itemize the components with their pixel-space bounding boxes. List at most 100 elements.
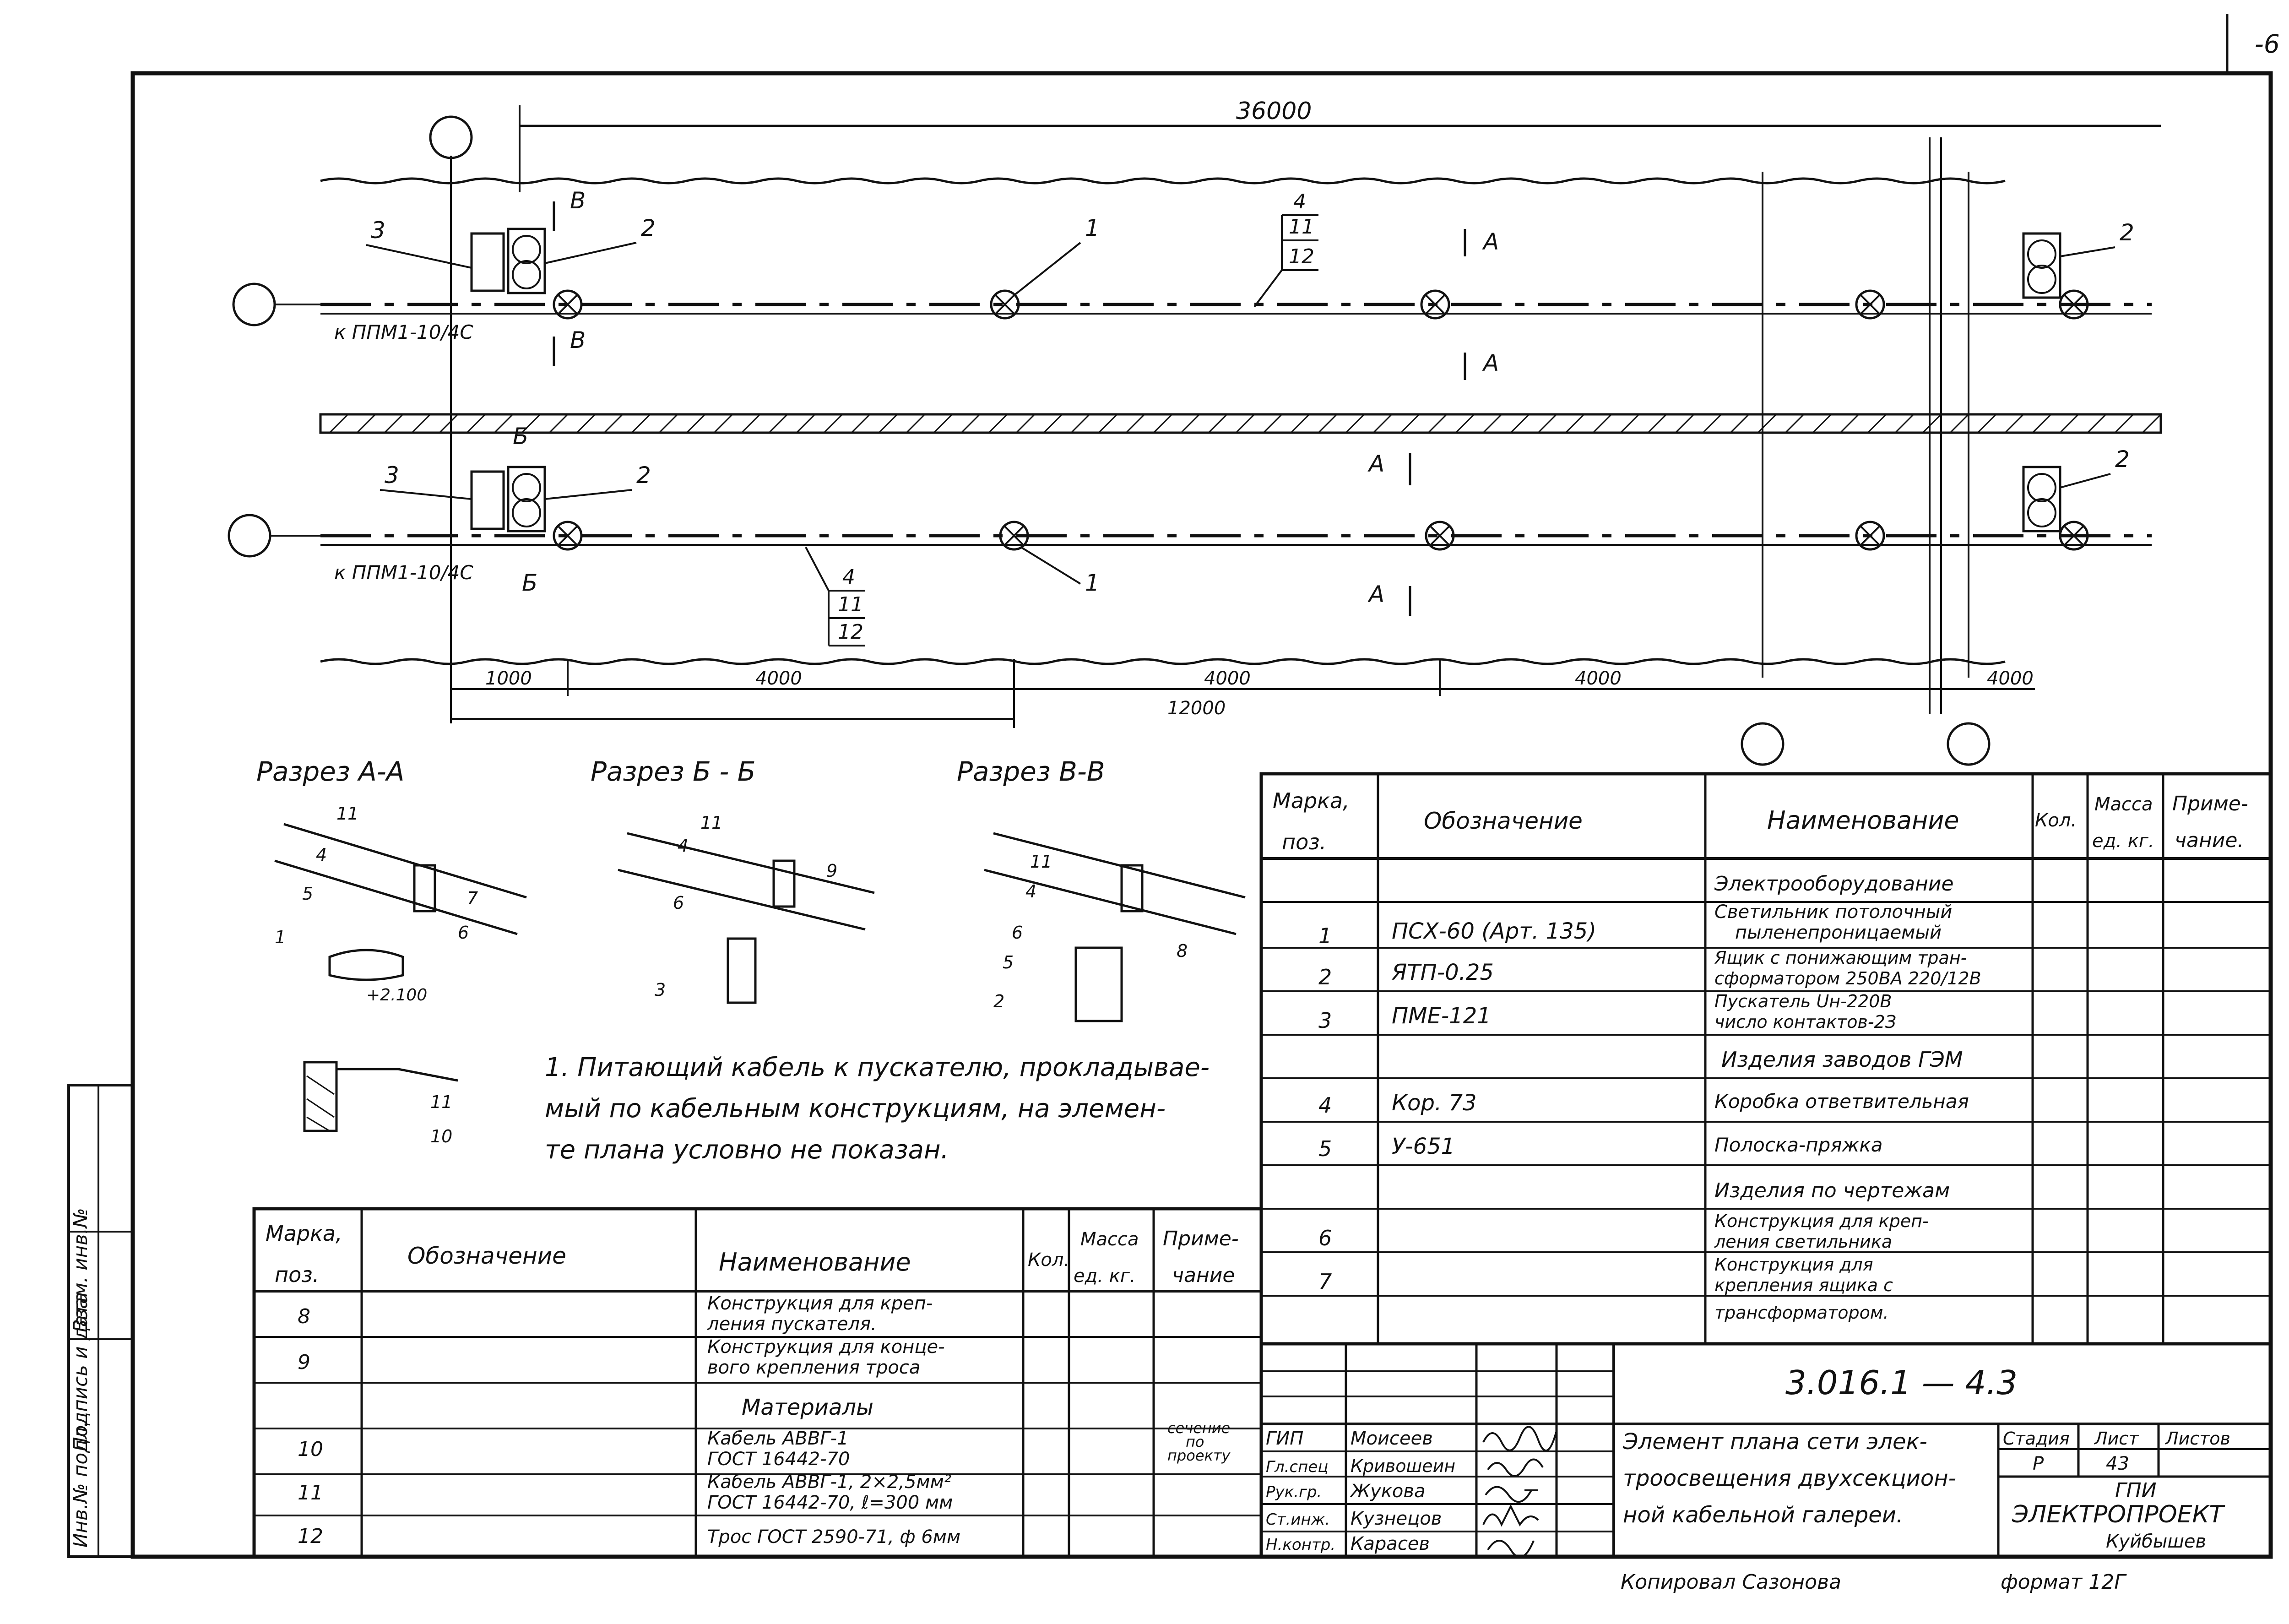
spec-table-right: Марка, поз. Обозначение Наименование Кол… [1259,772,2273,1346]
svg-text:Масса: Масса [2094,794,2153,815]
feed-label-lower: к ППМ1-10/4С [334,561,473,584]
spec-left-pos: 12 [298,1525,323,1548]
callout-stack-upper: 4 11 12 [1253,190,1318,308]
svg-text:по: по [1186,1433,1204,1450]
svg-text:12: 12 [838,620,863,644]
svg-text:Стадия: Стадия [2003,1428,2070,1449]
svg-text:трансформатором.: трансформатором. [1714,1303,1889,1323]
doc-title-line: троосвещения двухсекцион- [1623,1466,1956,1491]
svg-text:Моисеев: Моисеев [1351,1428,1433,1449]
svg-text:Лист: Лист [2094,1428,2139,1449]
svg-text:11: 11 [838,593,863,616]
svg-text:Кривошеин: Кривошеин [1351,1456,1455,1476]
feed-label-upper: к ППМ1-10/4С [334,321,473,343]
svg-text:Электрооборудование: Электрооборудование [1714,872,1954,896]
section-bb: Разрез Б - Б 11 4 6 9 3 [591,756,875,1004]
spec-right-pos: 1 [1318,923,1332,948]
side-stamp-sign: Подпись и дата [69,1292,92,1451]
dim-bottom: 4000 [1987,668,2034,689]
svg-text:ГОСТ 16442-70: ГОСТ 16442-70 [707,1449,850,1470]
svg-text:Кор. 73: Кор. 73 [1392,1090,1477,1116]
pos-label-2: 2 [2120,219,2134,246]
svg-text:вого крепления троса: вого крепления троса [707,1357,920,1378]
svg-text:Коробка ответвительная: Коробка ответвительная [1714,1090,1969,1113]
svg-text:Пускатель Uн-220В: Пускатель Uн-220В [1714,991,1892,1011]
svg-text:В: В [570,187,586,214]
note-line: мый по кабельным конструкциям, на элемен… [545,1094,1166,1124]
svg-text:7: 7 [467,888,478,908]
svg-text:крепления ящика с: крепления ящика с [1714,1275,1893,1295]
svg-text:4: 4 [1025,881,1036,902]
spec-right-pos: 5 [1318,1136,1332,1161]
svg-text:Ст.инж.: Ст.инж. [1266,1510,1330,1529]
svg-text:4: 4 [678,836,689,856]
pos-label-3: 3 [371,217,385,244]
svg-text:У-651: У-651 [1392,1134,1455,1159]
svg-text:А: А [1482,228,1499,255]
copied-by: Копировал Сазонова [1621,1570,1841,1594]
svg-text:Кабель АВВГ-1, 2×2,5мм²: Кабель АВВГ-1, 2×2,5мм² [707,1472,951,1493]
svg-text:А: А [1367,581,1384,608]
section-marks: В В А А Б Б А А [513,187,1499,616]
svg-text:проекту: проекту [1167,1447,1231,1464]
svg-text:Кол.: Кол. [1028,1249,1069,1271]
pos-label-2: 2 [641,215,656,241]
axis-bubble [232,282,276,326]
svg-text:Обозначение: Обозначение [407,1243,566,1269]
pos-label-2: 2 [636,462,651,489]
svg-text:ПСХ-60 (Арт. 135): ПСХ-60 (Арт. 135) [1392,918,1596,944]
svg-text:2: 2 [993,991,1004,1011]
svg-text:6: 6 [458,923,469,943]
svg-text:ПМЕ-121: ПМЕ-121 [1392,1003,1491,1029]
svg-text:А: А [1367,451,1384,477]
spec-left-pos: 11 [298,1481,323,1505]
svg-text:Обозначение: Обозначение [1424,808,1583,834]
svg-text:Светильник потолочный: Светильник потолочный [1714,902,1952,923]
svg-text:11: 11 [1030,852,1052,872]
svg-text:пыленепроницаемый: пыленепроницаемый [1735,922,1942,943]
svg-text:11: 11 [336,804,358,824]
side-stamp: Инв.№ подл. Подпись и дата Взам. инв.№ [67,1084,134,1558]
overall-dim: 36000 [1236,98,1312,125]
svg-text:ед. кг.: ед. кг. [2092,831,2154,852]
spec-right-pos: 2 [1318,965,1332,989]
svg-text:Конструкция для креп-: Конструкция для креп- [707,1293,933,1314]
svg-text:чание.: чание. [2175,829,2244,852]
svg-text:8: 8 [1177,941,1188,961]
svg-text:4: 4 [1293,190,1306,213]
svg-text:4: 4 [316,845,327,865]
svg-text:6: 6 [673,893,684,913]
spec-right-pos: 4 [1318,1093,1332,1118]
svg-text:ГОСТ 16442-70, ℓ=300 мм: ГОСТ 16442-70, ℓ=300 мм [707,1492,953,1513]
svg-text:Конструкция для: Конструкция для [1714,1255,1873,1275]
axis-bubble [1947,722,1991,766]
section-bb-title: Разрез Б - Б [591,756,756,787]
section-aa-title: Разрез А-А [256,756,404,787]
spec-left-pos: 8 [298,1305,310,1328]
axis-bubble [429,115,473,159]
svg-text:Жукова: Жукова [1349,1481,1425,1502]
svg-text:Кабель АВВГ-1: Кабель АВВГ-1 [707,1428,848,1449]
equipment-symbols [470,228,2061,532]
svg-text:Кол.: Кол. [2035,810,2077,831]
svg-text:3: 3 [655,980,666,1000]
svg-text:сформатором 250ВА 220/12В: сформатором 250ВА 220/12В [1714,968,1981,989]
svg-text:11: 11 [1289,215,1314,239]
doc-number: 3.016.1 — 4.3 [1785,1363,2018,1402]
note-line: те плана условно не показан. [545,1135,949,1165]
svg-text:Конструкция для креп-: Конструкция для креп- [1714,1211,1929,1231]
svg-text:Рук.гр.: Рук.гр. [1266,1483,1322,1501]
pos-label-3: 3 [385,462,399,489]
svg-text:поз.: поз. [275,1262,319,1287]
plan-view: 36000 [228,98,2162,766]
svg-text:ления пускателя.: ления пускателя. [707,1314,877,1335]
svg-text:ЯТП-0.25: ЯТП-0.25 [1391,960,1494,985]
svg-text:ления светильника: ления светильника [1714,1232,1892,1252]
dim-bottom: 4000 [1575,668,1622,689]
org-city: Куйбышев [2106,1531,2206,1552]
spec-right-pos: 6 [1318,1226,1332,1250]
svg-text:Трос ГОСТ 2590-71, ф 6мм: Трос ГОСТ 2590-71, ф 6мм [707,1526,960,1548]
svg-text:Изделия заводов ГЭМ: Изделия заводов ГЭМ [1721,1047,1963,1072]
